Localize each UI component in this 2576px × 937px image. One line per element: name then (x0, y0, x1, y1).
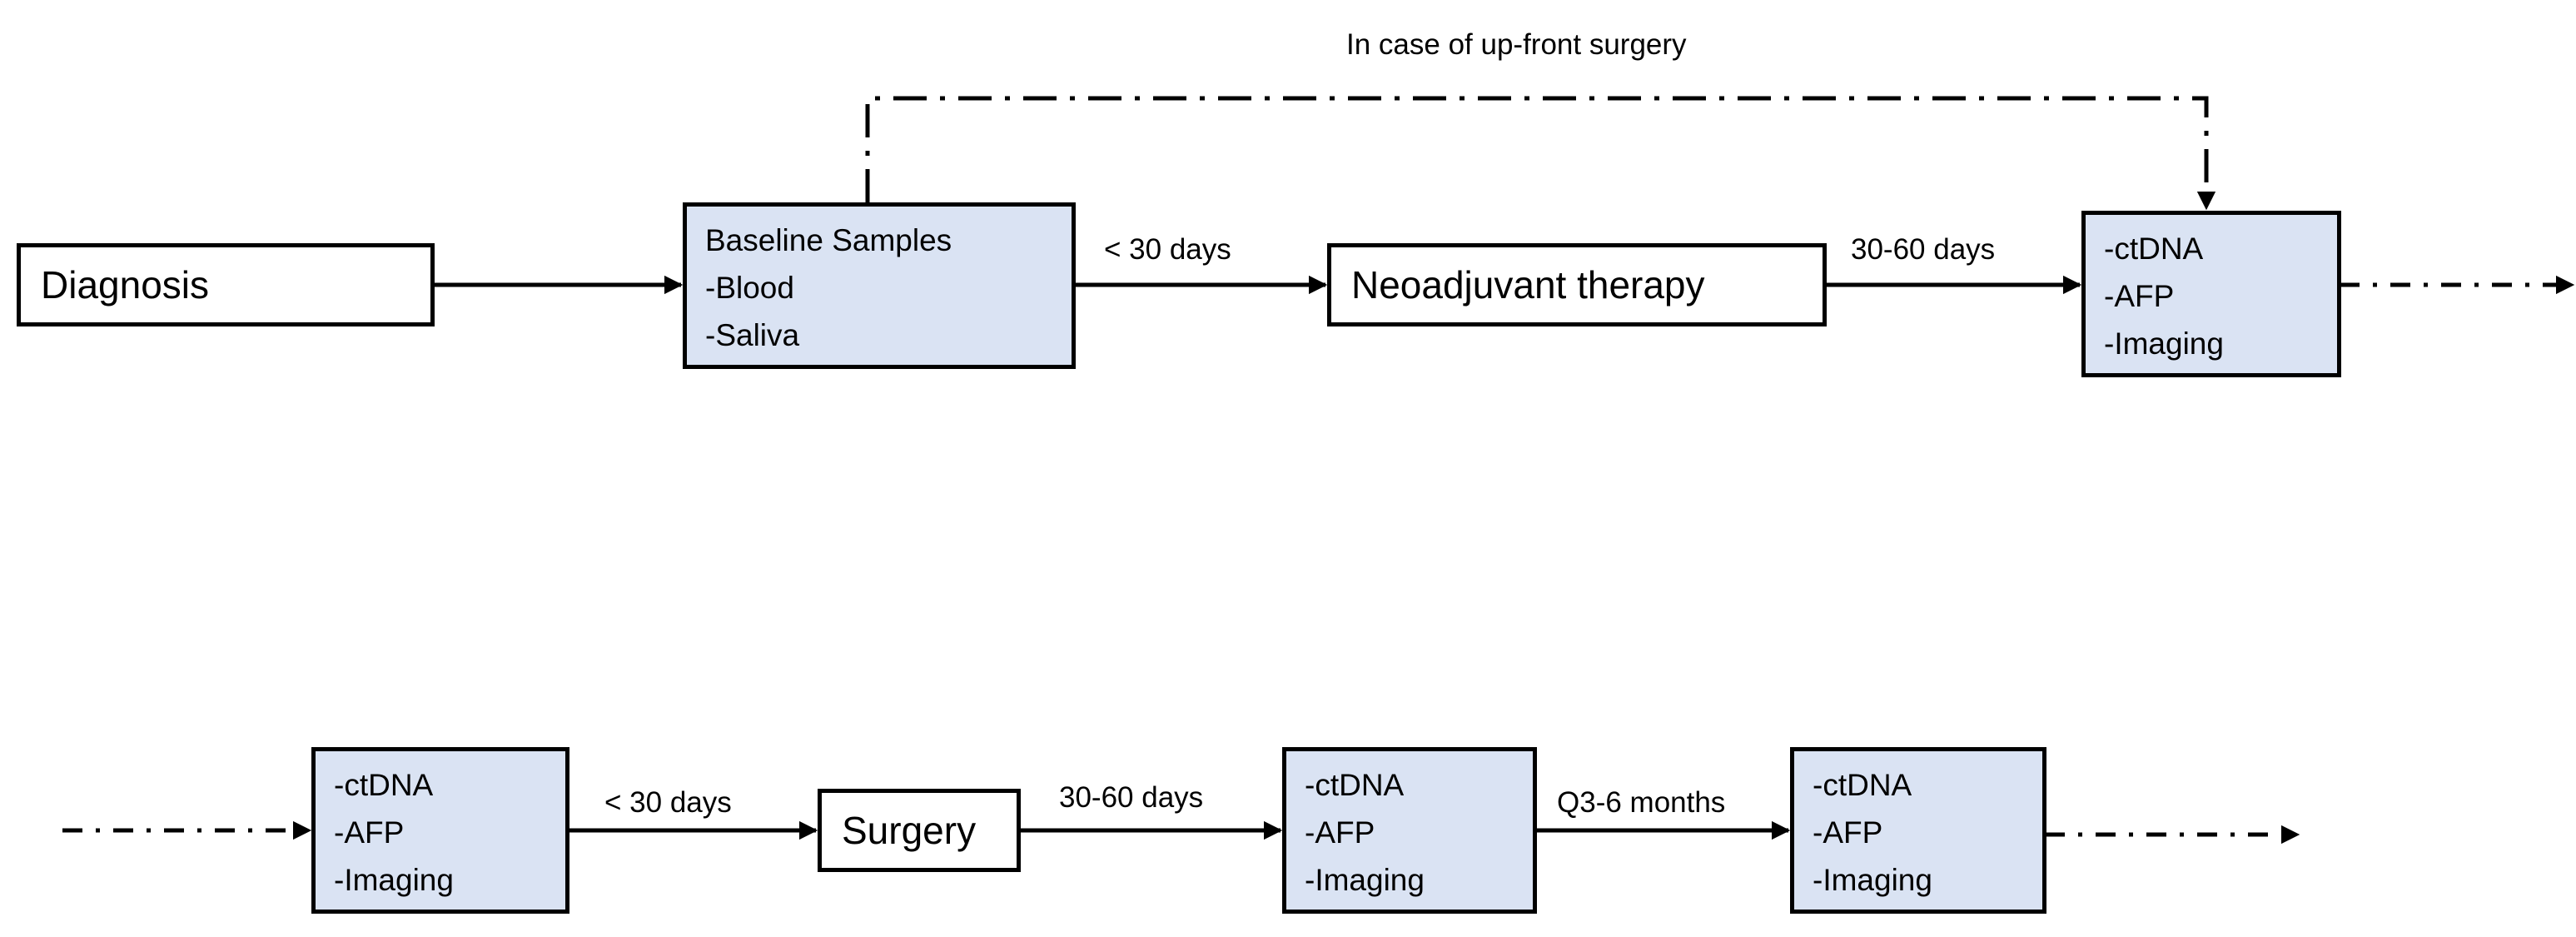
baseline-item-saliva: -Saliva (705, 318, 800, 352)
surgery-label: Surgery (842, 809, 977, 852)
neoadjuvant-therapy-box: Neoadjuvant therapy (1327, 243, 1827, 326)
baseline-samples-title: Baseline Samples (705, 223, 952, 257)
post-surgery-monitoring-box: -ctDNA -AFP -Imaging (1282, 747, 1537, 914)
edge-label-monitoring-to-surgery: < 30 days (604, 786, 732, 819)
pre-surgery-item-afp: -AFP (334, 815, 405, 850)
followup-item-afp: -AFP (1813, 815, 1883, 850)
followup-list: -ctDNA -AFP -Imaging (1813, 761, 1932, 904)
diagnosis-label: Diagnosis (41, 263, 209, 307)
post-neoadjuvant-monitoring-box: -ctDNA -AFP -Imaging (2081, 211, 2341, 377)
edge-label-neoadjuvant-to-monitoring: 30-60 days (1851, 233, 1996, 266)
surgery-box: Surgery (818, 789, 1021, 872)
diagnosis-box: Diagnosis (17, 243, 435, 326)
post-neoadjuvant-list: -ctDNA -AFP -Imaging (2104, 225, 2224, 367)
bypass-path-upfront-surgery (865, 96, 2216, 211)
post-neoadjuvant-item-ctdna: -ctDNA (2104, 232, 2204, 266)
upfront-surgery-label: In case of up-front surgery (1346, 28, 1687, 61)
edge-label-monitoring-to-followup: Q3-6 months (1557, 786, 1726, 819)
followup-monitoring-box: -ctDNA -AFP -Imaging (1790, 747, 2046, 914)
post-surgery-item-afp: -AFP (1305, 815, 1375, 850)
post-surgery-item-ctdna: -ctDNA (1305, 768, 1405, 802)
post-surgery-list: -ctDNA -AFP -Imaging (1305, 761, 1425, 904)
pre-surgery-item-ctdna: -ctDNA (334, 768, 434, 802)
post-neoadjuvant-item-afp: -AFP (2104, 279, 2175, 313)
baseline-samples-list: Baseline Samples -Blood -Saliva (705, 217, 952, 359)
edge-label-baseline-to-neoadjuvant: < 30 days (1104, 233, 1231, 266)
post-neoadjuvant-item-imaging: -Imaging (2104, 326, 2224, 361)
followup-item-imaging: -Imaging (1813, 863, 1932, 897)
post-surgery-item-imaging: -Imaging (1305, 863, 1425, 897)
edge-label-surgery-to-monitoring: 30-60 days (1059, 781, 1204, 814)
neoadjuvant-therapy-label: Neoadjuvant therapy (1351, 263, 1705, 307)
followup-item-ctdna: -ctDNA (1813, 768, 1912, 802)
baseline-item-blood: -Blood (705, 271, 794, 305)
pre-surgery-list: -ctDNA -AFP -Imaging (334, 761, 454, 904)
pre-surgery-item-imaging: -Imaging (334, 863, 454, 897)
pre-surgery-monitoring-box: -ctDNA -AFP -Imaging (311, 747, 569, 914)
baseline-samples-box: Baseline Samples -Blood -Saliva (683, 202, 1076, 369)
